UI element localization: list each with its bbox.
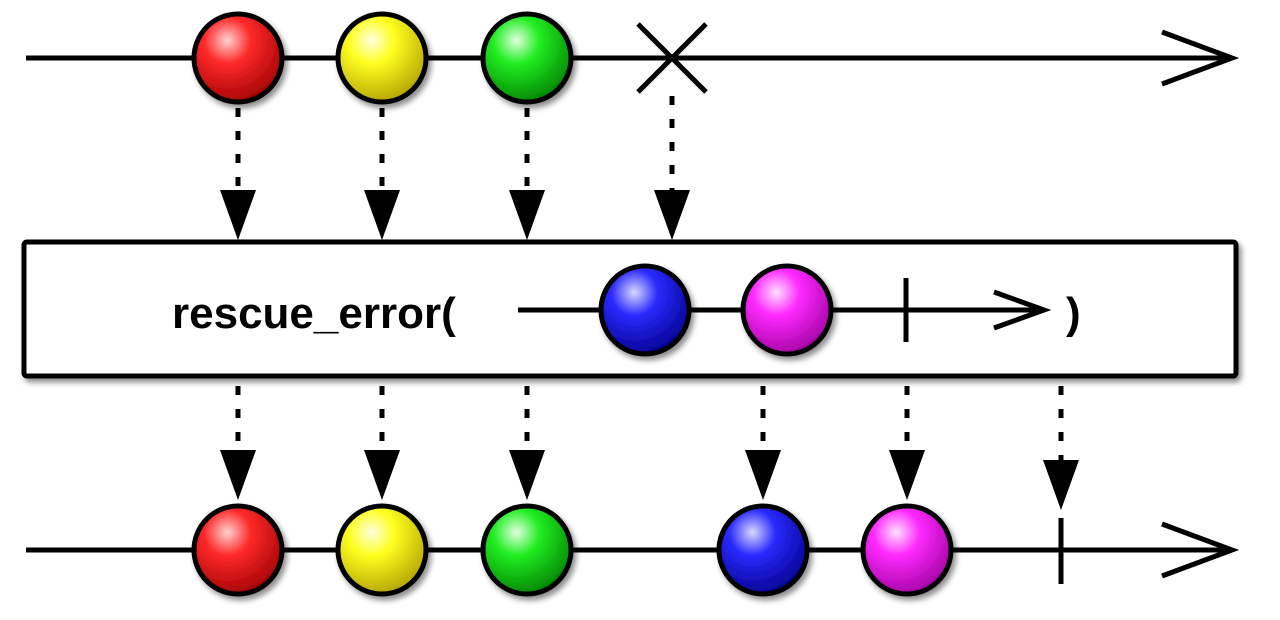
input-arrowhead-4 (654, 190, 690, 240)
input-arrowheads (220, 190, 690, 240)
input-arrowhead-1 (220, 190, 256, 240)
fallback-marble-magenta (740, 263, 834, 357)
source-timeline-arrowhead (1161, 29, 1240, 87)
operator-closing-paren: ) (1066, 289, 1081, 338)
output-arrowheads (220, 450, 1079, 510)
output-arrowhead-3 (509, 450, 545, 500)
output-arrowhead-2 (364, 450, 400, 500)
input-arrowhead-2 (364, 190, 400, 240)
fallback-marble-blue (598, 263, 692, 357)
result-marble-magenta (860, 503, 954, 597)
fallback-timeline-arrowhead (993, 289, 1052, 331)
source-marble-red (191, 11, 285, 105)
source-error-x-icon (636, 22, 708, 94)
result-marble-blue (716, 503, 810, 597)
source-marble-green (480, 11, 574, 105)
source-marble-yellow (335, 11, 429, 105)
operator-label: rescue_error( (172, 289, 456, 338)
result-marble-red (191, 503, 285, 597)
result-timeline (26, 503, 1240, 597)
output-arrowhead-6 (1043, 460, 1079, 510)
operator-box: rescue_error( ) (21, 239, 1239, 379)
input-arrowhead-3 (509, 190, 545, 240)
input-arrows (235, 96, 675, 190)
output-arrows (235, 386, 1064, 460)
result-marble-green (480, 503, 574, 597)
output-arrowhead-5 (889, 450, 925, 500)
result-marble-yellow (335, 503, 429, 597)
output-arrowhead-4 (745, 450, 781, 500)
output-arrowhead-1 (220, 450, 256, 500)
result-timeline-arrowhead (1161, 521, 1240, 579)
source-timeline (26, 11, 1240, 105)
fallback-timeline (518, 263, 1052, 357)
